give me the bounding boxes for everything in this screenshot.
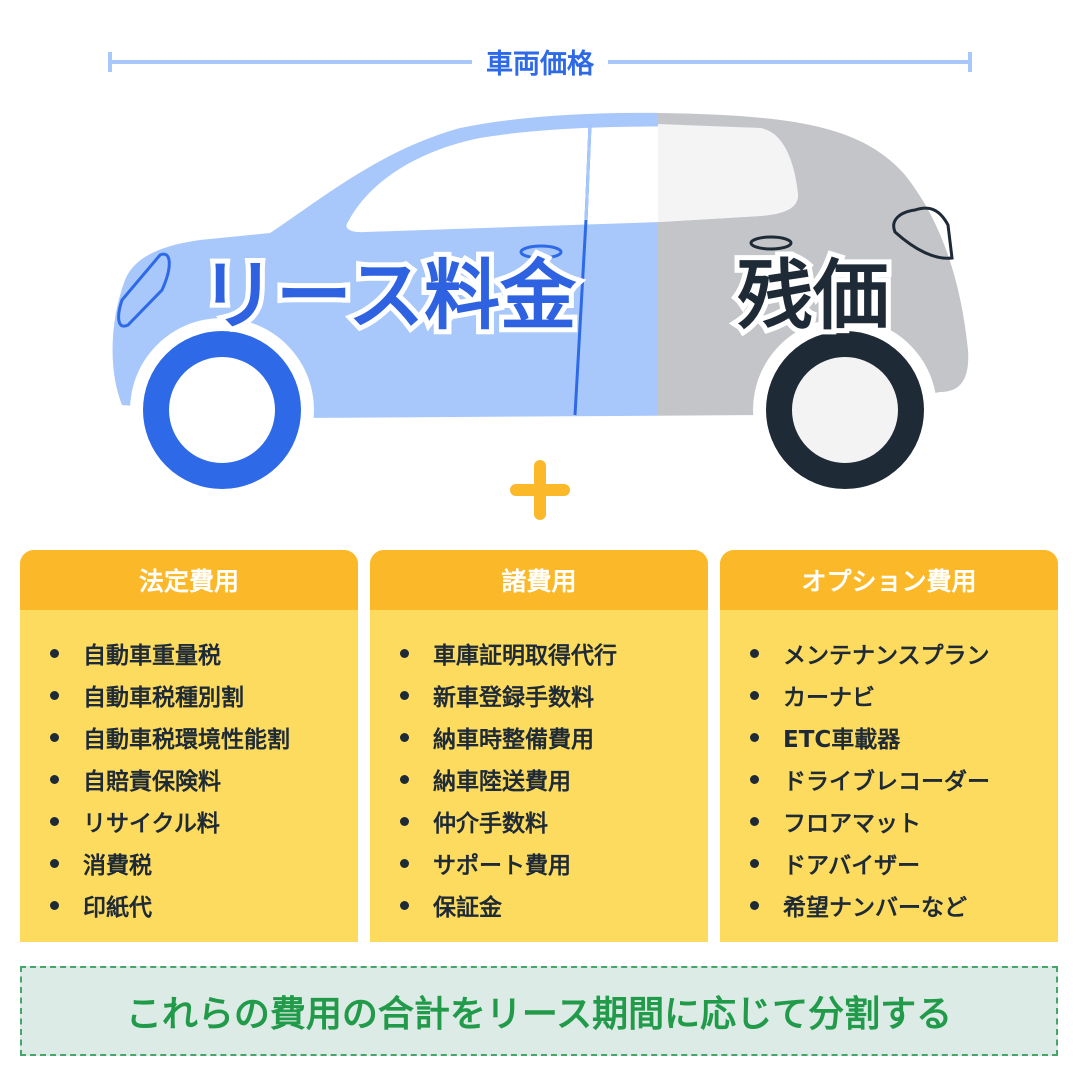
bullet-icon — [750, 900, 759, 910]
list-item: 自賠責保険料 — [20, 758, 358, 800]
summary-text: これらの費用の合計をリース期間に応じて分割する — [125, 994, 953, 1035]
list-item: 自動車重量税 — [20, 632, 358, 674]
door-handle-icon — [749, 235, 793, 251]
bullet-icon — [750, 774, 759, 784]
bullet-icon — [400, 774, 409, 784]
list-item: 保証金 — [370, 884, 708, 926]
misc-fees-column: 諸費用 車庫証明取得代行 新車登録手数料 納車時整備費用 納車陸送費用 仲介手数… — [370, 550, 708, 942]
summary-box: これらの費用の合計をリース期間に応じて分割する — [20, 966, 1058, 1056]
list-item: カーナビ — [720, 674, 1058, 716]
bullet-icon — [400, 900, 409, 910]
bullet-icon — [400, 816, 409, 826]
bullet-icon — [400, 690, 409, 700]
list-item: 納車陸送費用 — [370, 758, 708, 800]
list-item: 新車登録手数料 — [370, 674, 708, 716]
list-item: 自動車税環境性能割 — [20, 716, 358, 758]
bullet-icon — [750, 858, 759, 868]
list-item: リサイクル料 — [20, 800, 358, 842]
window — [346, 124, 798, 233]
column-title: オプション費用 — [720, 550, 1058, 610]
bullet-icon — [50, 858, 59, 868]
list-item: 消費税 — [20, 842, 358, 884]
headlight-icon — [117, 252, 171, 328]
option-fees-column: オプション費用 メンテナンスプラン カーナビ ETC車載器 ドライブレコーダー … — [720, 550, 1058, 942]
bullet-icon — [750, 690, 759, 700]
door-handle-icon — [519, 244, 563, 260]
residual-value-label: 残価 — [737, 251, 889, 340]
column-title: 諸費用 — [370, 550, 708, 610]
list-item: メンテナンスプラン — [720, 632, 1058, 674]
bullet-icon — [50, 774, 59, 784]
column-title: 法定費用 — [20, 550, 358, 610]
list-item: 車庫証明取得代行 — [370, 632, 708, 674]
bullet-icon — [50, 690, 59, 700]
list-item: ETC車載器 — [720, 716, 1058, 758]
list-item: フロアマット — [720, 800, 1058, 842]
taillight-icon — [892, 206, 954, 260]
list-item: ドアバイザー — [720, 842, 1058, 884]
vehicle-price-title: 車両価格 — [0, 42, 1080, 81]
list-item: 希望ナンバーなど — [720, 884, 1058, 926]
list-item: 印紙代 — [20, 884, 358, 926]
bullet-icon — [50, 648, 59, 658]
bullet-icon — [750, 732, 759, 742]
plus-icon — [510, 460, 570, 520]
bullet-icon — [400, 858, 409, 868]
list-item: 納車時整備費用 — [370, 716, 708, 758]
legal-fees-column: 法定費用 自動車重量税 自動車税種別割 自動車税環境性能割 自賠責保険料 リサイ… — [20, 550, 358, 942]
list-item: 仲介手数料 — [370, 800, 708, 842]
front-wheel — [143, 331, 301, 489]
car-illustration: リース料金 残価 — [108, 52, 972, 520]
rear-wheel — [766, 331, 924, 489]
lease-fee-label: リース料金 — [200, 251, 577, 340]
bullet-icon — [750, 648, 759, 658]
list-item: 自動車税種別割 — [20, 674, 358, 716]
bullet-icon — [400, 732, 409, 742]
list-item: サポート費用 — [370, 842, 708, 884]
bullet-icon — [750, 816, 759, 826]
list-item: ドライブレコーダー — [720, 758, 1058, 800]
bullet-icon — [50, 900, 59, 910]
bullet-icon — [50, 732, 59, 742]
bullet-icon — [50, 816, 59, 826]
bullet-icon — [400, 648, 409, 658]
